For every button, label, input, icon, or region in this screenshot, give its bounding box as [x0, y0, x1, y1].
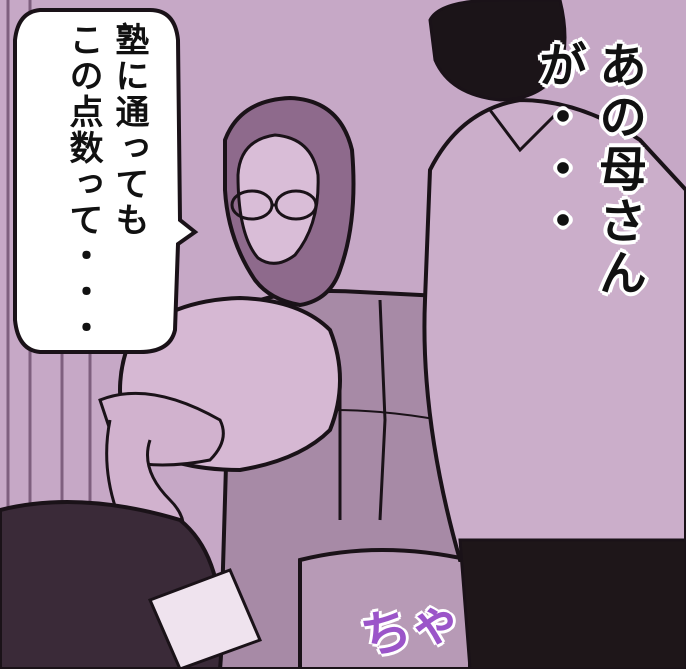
speech-bubble: [13, 8, 199, 354]
narration-caption: あの母さんが・・・: [530, 40, 646, 300]
boy-figure: [422, 0, 686, 669]
woman-figure: [0, 95, 356, 669]
speech-bubble-text: 塾に通っても この点数って・・・: [63, 22, 149, 346]
glasses-icon: [230, 189, 318, 221]
